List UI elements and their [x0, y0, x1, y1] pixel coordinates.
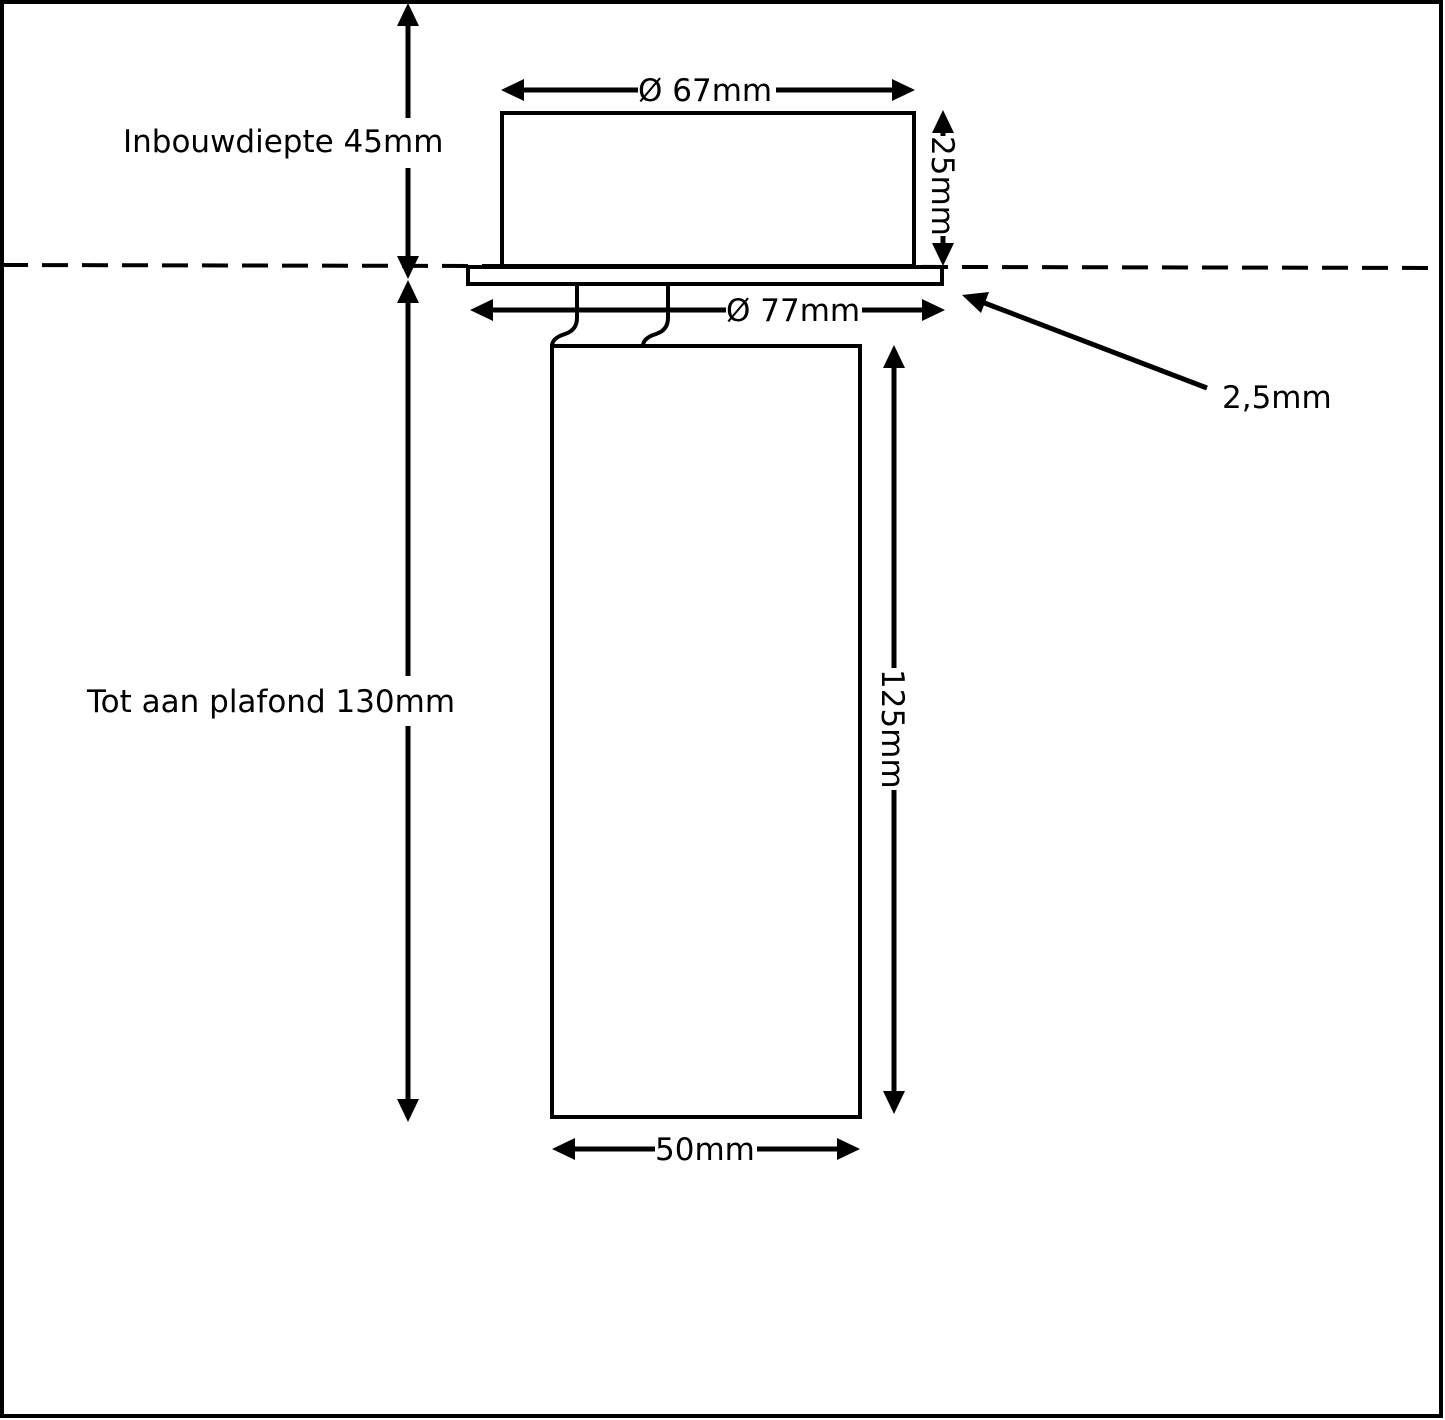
- inbouwdiepte-label: Inbouwdiepte 45mm: [123, 124, 443, 160]
- connector: [550, 284, 579, 347]
- width-body-arrow-left: [552, 1138, 575, 1160]
- height-top-label: 25mm: [924, 136, 960, 236]
- diameter-top-arrow-right: [892, 79, 915, 101]
- height-body-arrow-bottom: [883, 1091, 905, 1114]
- plafond-arrow-bottom: [397, 1099, 419, 1122]
- width-body-label: 50mm: [655, 1132, 755, 1168]
- width-body-mask: [655, 1131, 757, 1167]
- inbouwdiepte-arrow-top: [397, 3, 419, 26]
- flange-thickness-label: 2,5mm: [1222, 380, 1332, 416]
- diameter-flange-arrow-right: [922, 299, 945, 321]
- inbouwdiepte-arrow-bottom: [397, 256, 419, 279]
- height-body-label: 125mm: [874, 669, 910, 789]
- plafond-arrow-top: [397, 280, 419, 303]
- diameter-top-arrow-left: [501, 79, 524, 101]
- inbouwdiepte-mask: [398, 118, 418, 168]
- diameter-flange-mask: [726, 292, 862, 328]
- height-body-arrow-top: [883, 345, 905, 368]
- diameter-flange-label: Ø 77mm: [726, 293, 860, 329]
- flange-thickness-arrow: [962, 292, 989, 313]
- lamp-body: [550, 344, 862, 1119]
- flange: [466, 265, 944, 286]
- width-body-arrow-right: [837, 1138, 860, 1160]
- recessed-part: [500, 111, 916, 268]
- plafond-mask: [398, 676, 418, 726]
- plafond-label: Tot aan plafond 130mm: [86, 684, 455, 720]
- height-top-mask: [930, 136, 958, 236]
- connector-right: [641, 284, 670, 347]
- diameter-flange-arrow-left: [470, 299, 493, 321]
- height-top-arrow-top: [932, 110, 954, 133]
- diameter-top-mask: [638, 72, 776, 108]
- height-top-arrow-bottom: [932, 243, 954, 266]
- flange-thickness-leader: [981, 299, 1208, 391]
- diameter-top-label: Ø 67mm: [638, 73, 772, 109]
- height-body-mask: [880, 668, 910, 790]
